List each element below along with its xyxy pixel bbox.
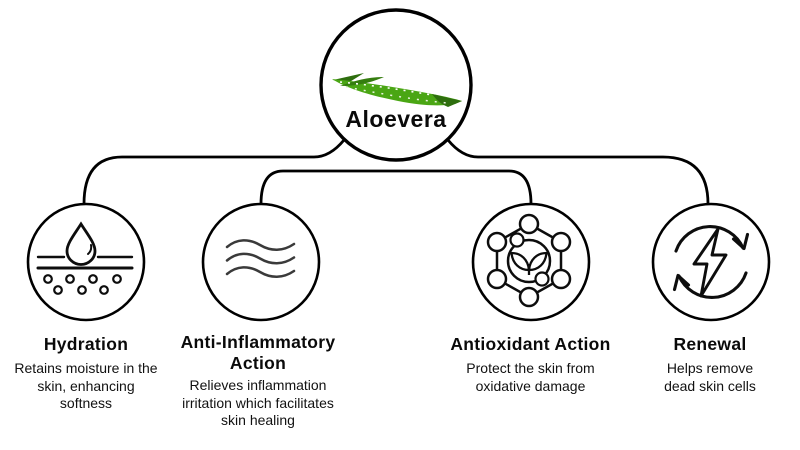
benefit-title: Anti-Inflammatory Action [180, 332, 336, 373]
connector-lines [82, 139, 710, 205]
antioxidant-molecule-icon [486, 213, 572, 308]
benefit-description: Helps remove dead skin cells [664, 360, 756, 394]
benefit-description: Protect the skin from oxidative damage [466, 360, 595, 394]
benefit-label-renewal: Renewal Helps remove dead skin cells [635, 334, 785, 395]
aloevera-leaf-image [332, 73, 462, 107]
benefit-description: Relieves inflammation irritation which f… [182, 377, 334, 428]
benefit-title: Hydration [43, 334, 129, 354]
benefit-label-hydration: Hydration Retains moisture in the skin, … [6, 334, 166, 413]
center-title: Aloevera [345, 106, 447, 132]
benefit-description: Retains moisture in the skin, enhancing … [14, 360, 158, 411]
benefit-title: Antioxidant Action [450, 334, 611, 354]
renewal-cycle-icon [672, 225, 750, 299]
benefit-title: Renewal [673, 334, 747, 354]
anti-inflammatory-circle [201, 202, 321, 322]
benefit-label-antioxidant: Antioxidant Action Protect the skin from… [433, 334, 628, 395]
benefit-circles [26, 202, 771, 322]
benefit-label-anti-inflammatory: Anti-Inflammatory Action Relieves inflam… [166, 332, 350, 430]
waves-icon [225, 239, 296, 278]
center-circle [319, 8, 473, 162]
water-drop-icon [36, 221, 134, 295]
